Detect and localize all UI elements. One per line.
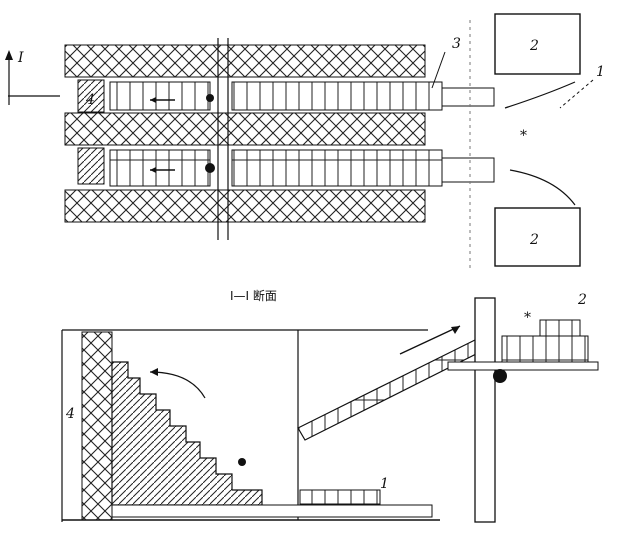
section-platform	[447, 361, 599, 371]
plan-star: *	[520, 128, 527, 144]
plan-view: I 2 2 3 1 4 *	[5, 13, 605, 270]
section-dot	[238, 458, 246, 466]
section-view: 4 1 2 *	[61, 292, 599, 523]
section-post	[474, 297, 496, 523]
section-wall	[81, 331, 113, 521]
plan-wall-bottom	[64, 189, 426, 223]
section-pulley	[493, 369, 507, 383]
plan-conveyor-upper-left	[109, 81, 211, 111]
plan-shaft-lower	[441, 157, 495, 183]
plan-box-top	[494, 13, 581, 75]
plan-conveyor-lower-right	[231, 149, 443, 187]
plan-label-3: 3	[452, 36, 461, 52]
plan-wall-top	[64, 44, 426, 78]
section-inclined-conveyor	[297, 325, 493, 441]
section-marker-label: I	[17, 50, 24, 66]
section-stack-label: 2	[577, 292, 587, 308]
plan-dot-lower	[205, 163, 215, 173]
plan-end-lower	[77, 147, 105, 185]
section-label-4: 4	[65, 406, 75, 422]
section-brick-stack	[501, 319, 589, 363]
plan-shaft-upper	[441, 87, 495, 107]
section-curve-arrow	[149, 371, 206, 399]
plan-box-bottom	[494, 207, 581, 267]
section-caption: I—I 断面	[230, 288, 277, 303]
plan-curve-arrow-top	[504, 81, 576, 109]
plan-conveyor-upper-right	[231, 81, 443, 111]
plan-box-top-label: 2	[529, 38, 539, 54]
section-label-1: 1	[380, 476, 389, 492]
plan-conveyor-lower-left	[109, 149, 211, 187]
section-floor-base	[111, 504, 433, 518]
plan-wall-middle	[64, 112, 426, 146]
plan-label-4: 4	[85, 92, 95, 108]
section-star: *	[524, 310, 531, 326]
section-stepped-stack	[111, 361, 263, 506]
section-floor-conveyor	[299, 489, 381, 505]
plan-dot-upper	[206, 94, 214, 102]
plan-box-bottom-label: 2	[529, 232, 539, 248]
plan-curve-arrow-bottom	[509, 169, 576, 206]
plan-end-upper	[77, 79, 105, 113]
plan-label-1: 1	[596, 64, 605, 80]
